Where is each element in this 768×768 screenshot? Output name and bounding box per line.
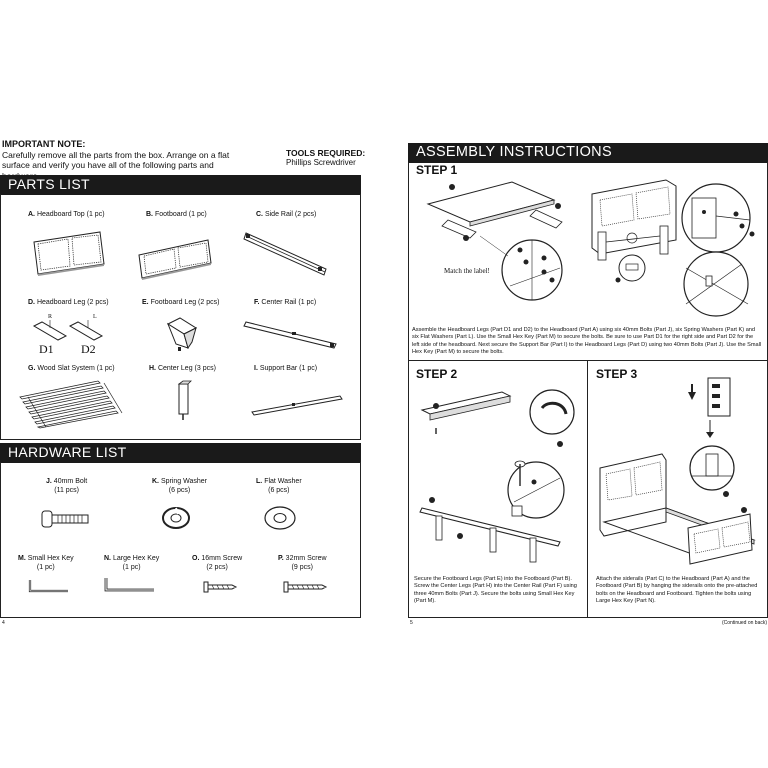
32mm-screw-illustration xyxy=(283,581,328,593)
continued-note: (Continued on back) xyxy=(722,620,768,626)
leg-mark-d1: D1 xyxy=(39,342,54,356)
part-c-label: C. Side Rail (2 pcs) xyxy=(256,211,317,218)
flat-washer-illustration xyxy=(264,506,296,530)
headboard-leg-illustration xyxy=(32,320,104,341)
tools-title: TOOLS REQUIRED: xyxy=(286,148,366,158)
hardware-l-label: L. Flat Washer(6 pcs) xyxy=(256,478,302,494)
step1-match-label: Match the label! xyxy=(444,267,490,275)
part-i-label: I. Support Bar (1 pc) xyxy=(254,365,318,372)
step2-text: Secure the Footboard Legs (Part E) into … xyxy=(414,576,577,605)
parts-list-heading: PARTS LIST xyxy=(0,175,361,195)
step3-title: STEP 3 xyxy=(596,367,638,381)
step1-text: Assemble the Headboard Legs (Part D1 and… xyxy=(412,327,762,356)
footboard-leg-illustration xyxy=(166,317,198,351)
step2-diagram xyxy=(419,389,575,563)
large-hex-key-illustration xyxy=(104,578,154,592)
footboard-illustration xyxy=(138,239,212,280)
side-rail-illustration xyxy=(243,232,327,276)
leg-mark-d2: D2 xyxy=(81,342,96,356)
hardware-list-box xyxy=(0,462,361,618)
center-leg-illustration xyxy=(177,380,192,420)
hardware-m-label: M. Small Hex Key(1 pc) xyxy=(18,555,74,571)
part-h-label: H. Center Leg (3 pcs) xyxy=(149,365,216,372)
hardware-n-label: N. Large Hex Key(1 pc) xyxy=(104,555,160,571)
step1-title: STEP 1 xyxy=(416,163,458,177)
hardware-list-heading: HARDWARE LIST xyxy=(0,443,361,463)
leg-mark-r: R xyxy=(48,314,53,320)
headboard-top-illustration xyxy=(33,231,105,276)
step-divider-vertical xyxy=(587,360,589,618)
leg-mark-l: L xyxy=(93,314,97,320)
important-note-line1: Carefully remove all the parts from the … xyxy=(2,149,230,160)
parts-list-box xyxy=(0,194,361,440)
bolt-illustration xyxy=(41,510,89,528)
part-d-label: D. Headboard Leg (2 pcs) xyxy=(28,299,109,306)
part-f-label: F. Center Rail (1 pc) xyxy=(254,299,317,306)
part-a-label: A. Headboard Top (1 pc) xyxy=(28,211,105,218)
important-note-title: IMPORTANT NOTE: xyxy=(2,139,86,149)
step3-text: Attach the siderails (Part C) to the Hea… xyxy=(596,576,758,605)
hardware-j-label: J. 40mm Bolt(11 pcs) xyxy=(46,478,88,494)
assembly-heading: ASSEMBLY INSTRUCTIONS xyxy=(408,143,768,163)
part-b-label: B. Footboard (1 pc) xyxy=(146,211,207,218)
center-rail-illustration xyxy=(243,321,337,349)
page-number-left: 4 xyxy=(2,620,5,626)
step1-diagram xyxy=(426,179,755,317)
tools-required: TOOLS REQUIRED: Phillips Screwdriver xyxy=(286,148,365,168)
support-bar-illustration xyxy=(251,395,343,416)
spring-washer-illustration xyxy=(162,507,190,529)
small-hex-key-illustration xyxy=(28,580,68,593)
wood-slat-illustration xyxy=(19,380,123,429)
page-number-right: 5 xyxy=(410,620,413,626)
16mm-screw-illustration xyxy=(203,581,238,593)
step2-title: STEP 2 xyxy=(416,367,458,381)
hardware-p-label: P. 32mm Screw(9 pcs) xyxy=(278,555,327,571)
step3-diagram xyxy=(599,377,756,565)
part-g-label: G. Wood Slat System (1 pc) xyxy=(28,365,115,372)
hardware-k-label: K. Spring Washer(6 pcs) xyxy=(152,478,207,494)
tools-item: Phillips Screwdriver xyxy=(286,158,356,167)
hardware-o-label: O. 16mm Screw(2 pcs) xyxy=(192,555,243,571)
part-e-label: E. Footboard Leg (2 pcs) xyxy=(142,299,220,306)
